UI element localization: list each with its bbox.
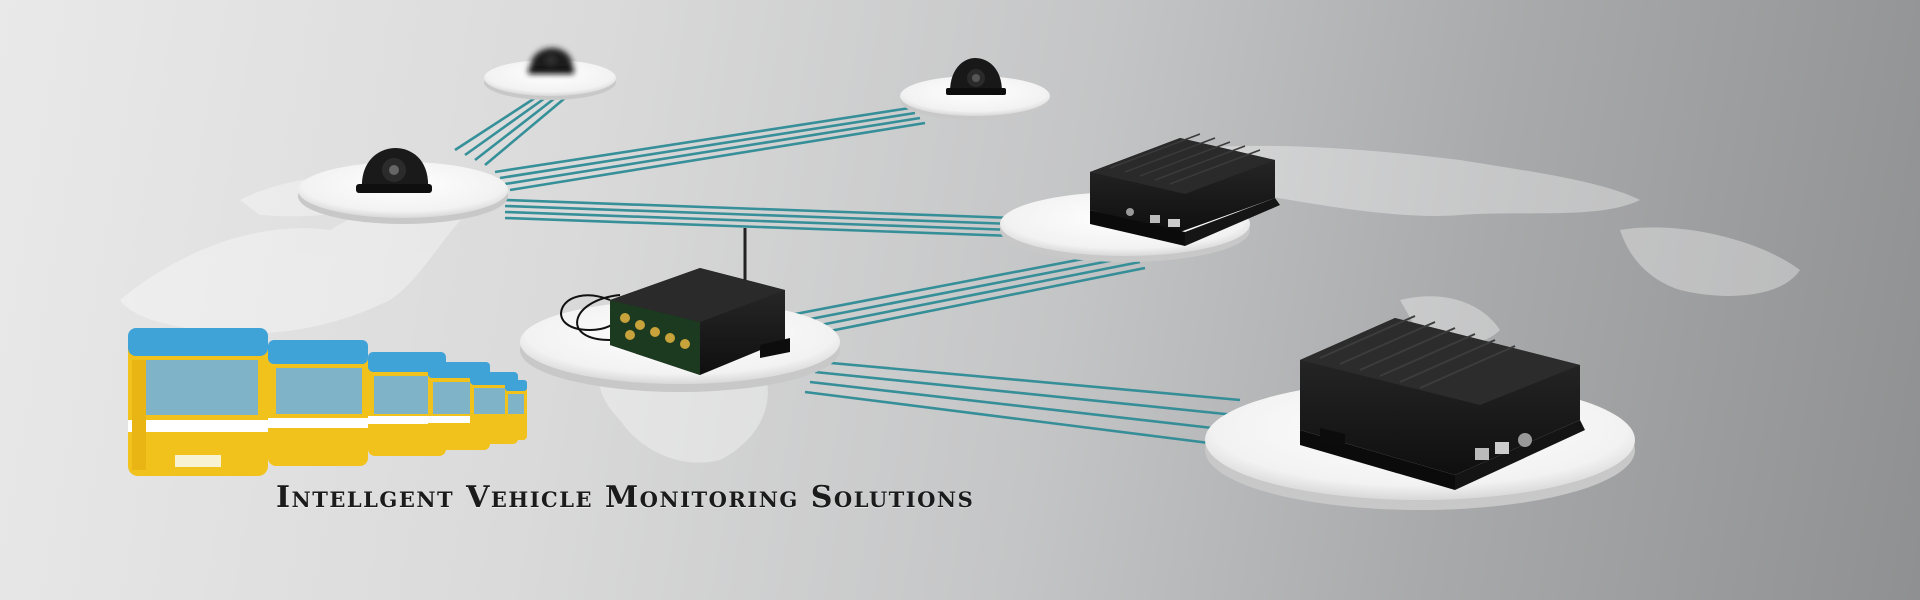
mdvr-recorder-icon [1300, 315, 1585, 490]
network-cables [454, 96, 1241, 447]
banner-headline: Intellgent Vehicle Monitoring Solutions [276, 480, 1216, 522]
mdvr-recorder-icon [1090, 133, 1280, 246]
dome-camera-icon [356, 148, 432, 193]
headline-text: Intellgent Vehicle Monitoring Solutions [276, 480, 975, 515]
bus-fleet-icon [128, 328, 527, 476]
mdvr-4g-antenna-icon [560, 228, 790, 375]
dome-camera-icon [528, 48, 574, 74]
dome-camera-icon [946, 58, 1006, 95]
world-map-background [120, 145, 1800, 463]
